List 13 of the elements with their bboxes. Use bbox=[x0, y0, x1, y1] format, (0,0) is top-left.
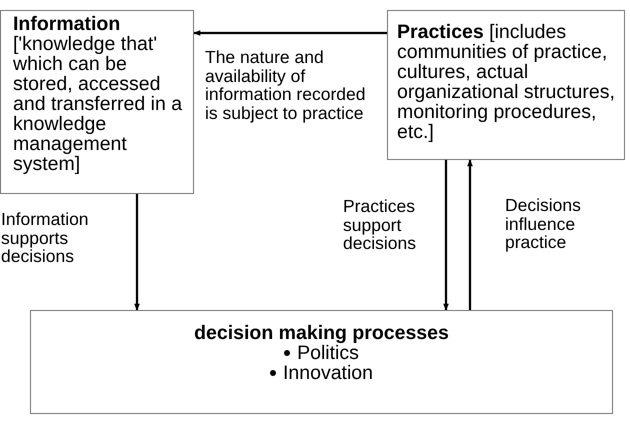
box-heading: decision making processes bbox=[193, 323, 450, 343]
bullet-item: Politics bbox=[297, 343, 359, 363]
arrow bbox=[134, 194, 140, 311]
box-text: Practices [includes communities of practice, cultures, actual organizational structures, monitoring procedures, etc.] bbox=[397, 22, 616, 142]
arrow bbox=[193, 30, 387, 36]
arrow bbox=[467, 159, 473, 310]
bullet-item: Innovation bbox=[283, 363, 373, 383]
text-box bbox=[387, 10, 625, 160]
arrow bbox=[443, 160, 449, 311]
box-text: ['knowledge that' which can be stored, accessed and transferred in a knowledge management system] bbox=[13, 34, 184, 174]
box-heading: Information bbox=[13, 14, 122, 34]
text-box bbox=[0, 10, 194, 194]
text-box bbox=[30, 310, 613, 414]
